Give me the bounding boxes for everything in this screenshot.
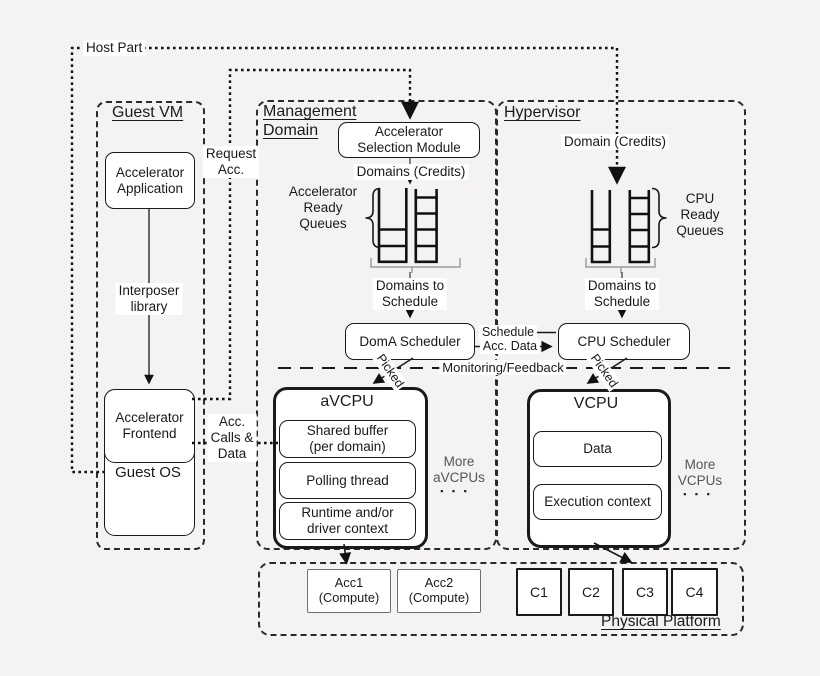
domains-to-schedule-label-mgmt: Domains to Schedule (372, 278, 448, 310)
more-avcpus-ellipsis: ▪ ▪ ▪ (440, 486, 470, 496)
doma-scheduler-box: DomA Scheduler (345, 323, 475, 360)
domains-credits-label: Domains (Credits) (353, 164, 469, 180)
more-vcpus-label: More VCPUs (677, 457, 723, 488)
cpu-ready-queues-label: CPU Ready Queues (676, 191, 724, 238)
guest-vm-title: Guest VM (112, 104, 184, 121)
monitoring-feedback-label: Monitoring/Feedback (439, 360, 567, 376)
more-vcpus-ellipsis: ▪ ▪ ▪ (683, 489, 713, 499)
avcpu-title: aVCPU (320, 393, 374, 410)
physical-platform-region (258, 562, 744, 636)
core-c1-box: C1 (516, 568, 562, 616)
accelerator-selection-module-box: Accelerator Selection Module (338, 122, 480, 158)
hypervisor-title: Hypervisor (504, 104, 581, 121)
domains-to-schedule-label-hyp: Domains to Schedule (584, 278, 660, 310)
host-part-label: Host Part (83, 40, 146, 56)
core-c4-box: C4 (671, 568, 718, 616)
runtime-driver-context-box: Runtime and/or driver context (279, 502, 416, 540)
acc-data-label: Acc. Data (479, 339, 541, 354)
acc-calls-data-label: Acc. Calls & Data (207, 414, 257, 462)
polling-thread-box: Polling thread (279, 462, 416, 499)
shared-buffer-box: Shared buffer (per domain) (279, 420, 416, 458)
core-c3-box: C3 (622, 568, 668, 616)
guest-os-label: Guest OS (115, 464, 181, 481)
cpu-scheduler-box: CPU Scheduler (558, 323, 690, 360)
accelerator-ready-queues-label: Accelerator Ready Queues (288, 184, 358, 231)
request-acc-label: Request Acc. (202, 146, 260, 178)
vcpu-title: VCPU (573, 395, 619, 412)
data-box: Data (533, 431, 662, 467)
acc1-box: Acc1 (Compute) (307, 569, 391, 613)
more-avcpus-label: More aVCPUs (433, 454, 485, 485)
domain-credits-label: Domain (Credits) (560, 134, 670, 150)
accelerator-frontend-box: Accelerator Frontend (104, 389, 195, 463)
management-domain-title: Management Domain (263, 103, 357, 139)
accelerator-application-box: Accelerator Application (105, 152, 195, 209)
schedule-label: Schedule (478, 325, 538, 340)
interposer-library-label: Interposer library (115, 283, 183, 315)
acc2-box: Acc2 (Compute) (397, 569, 481, 613)
execution-context-box: Execution context (533, 484, 662, 520)
core-c2-box: C2 (568, 568, 614, 616)
physical-platform-title: Physical Platform (601, 613, 721, 630)
